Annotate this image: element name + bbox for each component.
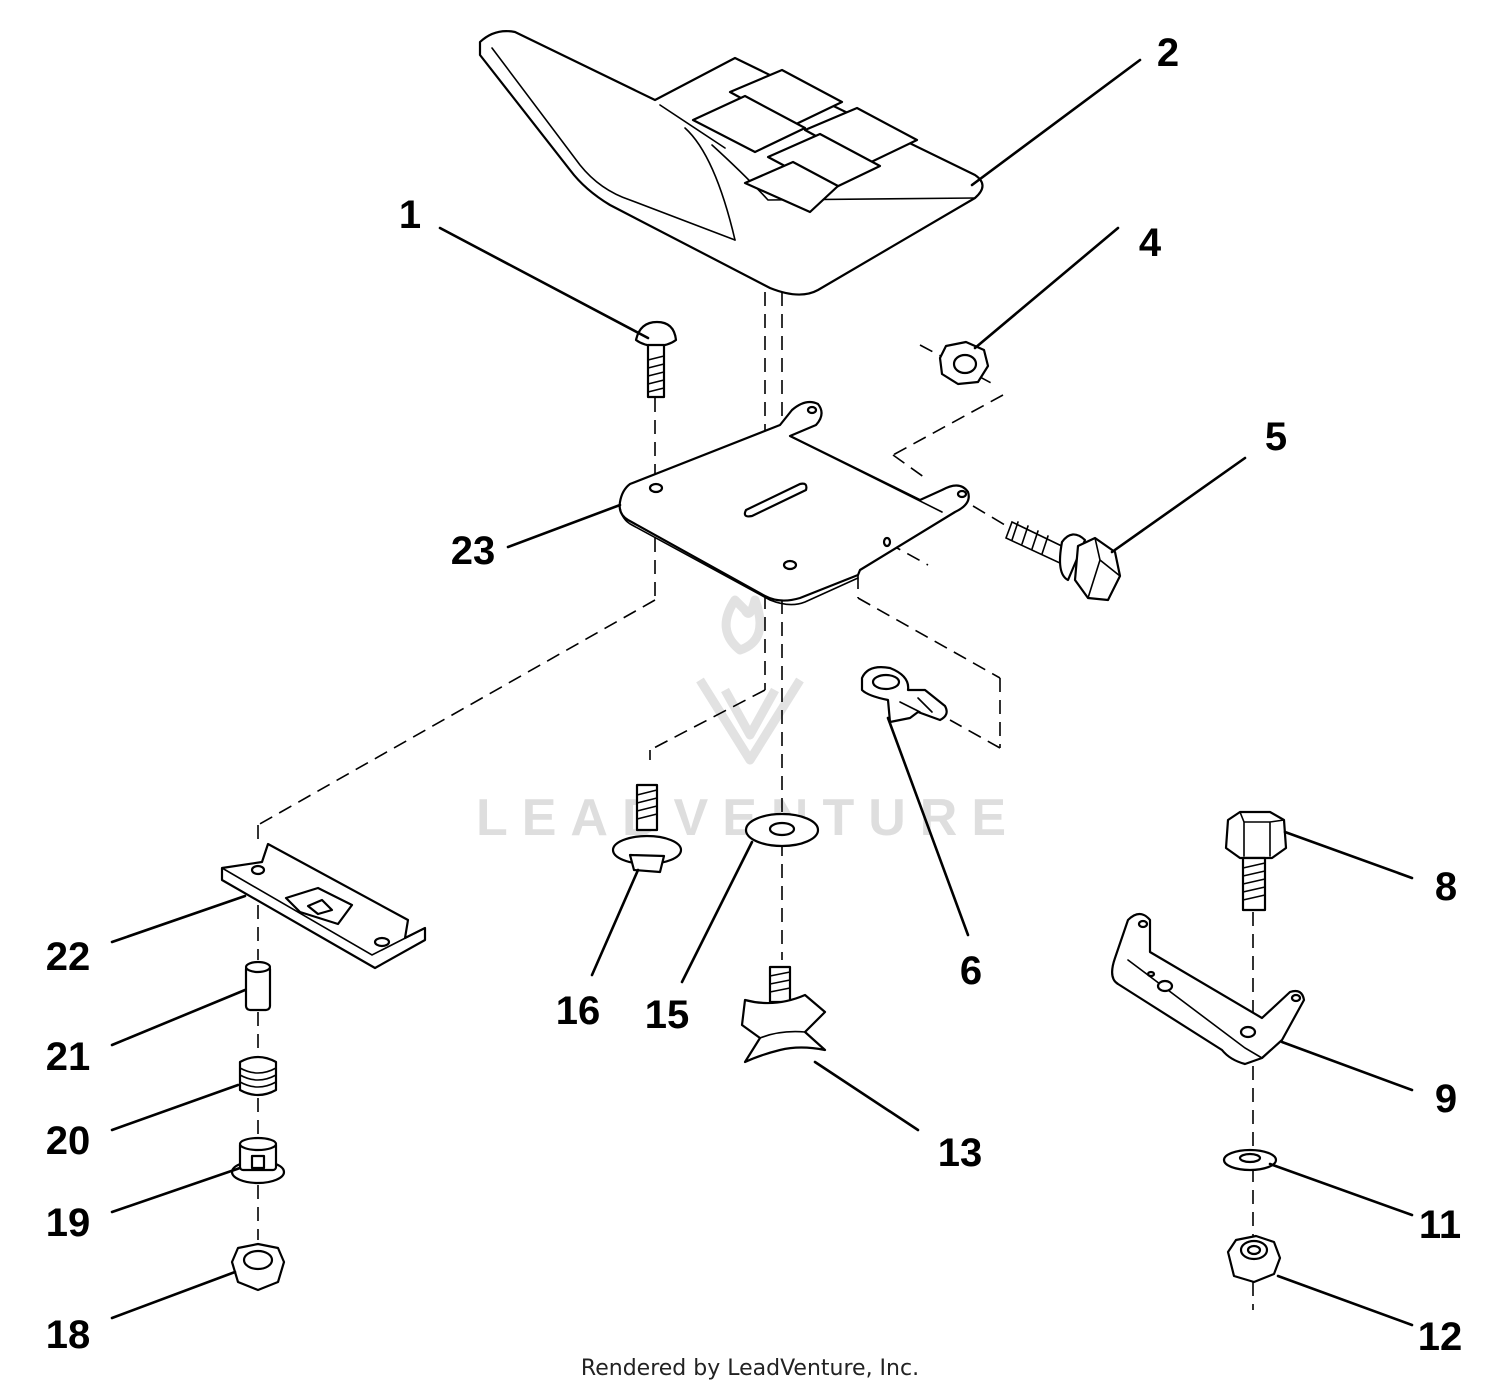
callout-6: 6 [960, 949, 982, 993]
callout-1: 1 [399, 193, 421, 237]
clip-part-6[interactable] [860, 666, 948, 724]
callouts: 1 2 4 5 6 8 9 11 12 13 15 16 18 19 20 21… [46, 31, 1463, 1359]
callout-12: 12 [1418, 1315, 1463, 1359]
flat-washer-part-15[interactable] [744, 812, 820, 848]
watermark: LEADVENTURE [476, 595, 1020, 847]
callout-11: 11 [1419, 1203, 1461, 1247]
knob-part-13[interactable] [740, 965, 827, 1064]
callout-15: 15 [645, 993, 690, 1037]
callout-16: 16 [556, 989, 601, 1033]
callout-9: 9 [1435, 1077, 1457, 1121]
watermark-text: LEADVENTURE [476, 789, 1020, 847]
callout-8: 8 [1435, 865, 1457, 909]
footer-credit: Rendered by LeadVenture, Inc. [580, 1356, 920, 1381]
callout-4: 4 [1139, 221, 1162, 265]
callout-13: 13 [938, 1131, 983, 1175]
callout-21: 21 [46, 1035, 91, 1079]
assembly-lines [257, 292, 1254, 1310]
callout-18: 18 [46, 1313, 91, 1357]
pin-part-21[interactable] [244, 960, 272, 1012]
seat-plate-part-23[interactable] [618, 400, 970, 606]
flange-nut-part-18[interactable] [230, 1242, 286, 1292]
lock-nut-part-12[interactable] [1226, 1234, 1282, 1284]
callout-20: 20 [46, 1119, 91, 1163]
callout-22: 22 [46, 935, 91, 979]
bracket-part-22[interactable] [220, 842, 427, 970]
callout-23: 23 [451, 529, 496, 573]
seat-part-2[interactable] [478, 30, 984, 296]
callout-2: 2 [1157, 31, 1179, 75]
hex-bolt-part-8[interactable] [1224, 810, 1288, 912]
washer-part-11[interactable] [1222, 1148, 1278, 1172]
leader-lines [110, 58, 1414, 1327]
spring-part-20[interactable] [238, 1055, 278, 1097]
flange-bolt-part-5[interactable] [1004, 520, 1122, 602]
watermark-logo-icon [696, 595, 804, 765]
carriage-bolt-part-1[interactable] [634, 320, 678, 399]
bracket-part-9[interactable] [1111, 912, 1306, 1066]
callout-19: 19 [46, 1201, 91, 1245]
flange-bushing-part-19[interactable] [230, 1136, 286, 1185]
shoulder-bolt-part-16[interactable] [611, 783, 683, 874]
callout-5: 5 [1265, 415, 1287, 459]
hex-nut-part-4[interactable] [938, 340, 990, 386]
